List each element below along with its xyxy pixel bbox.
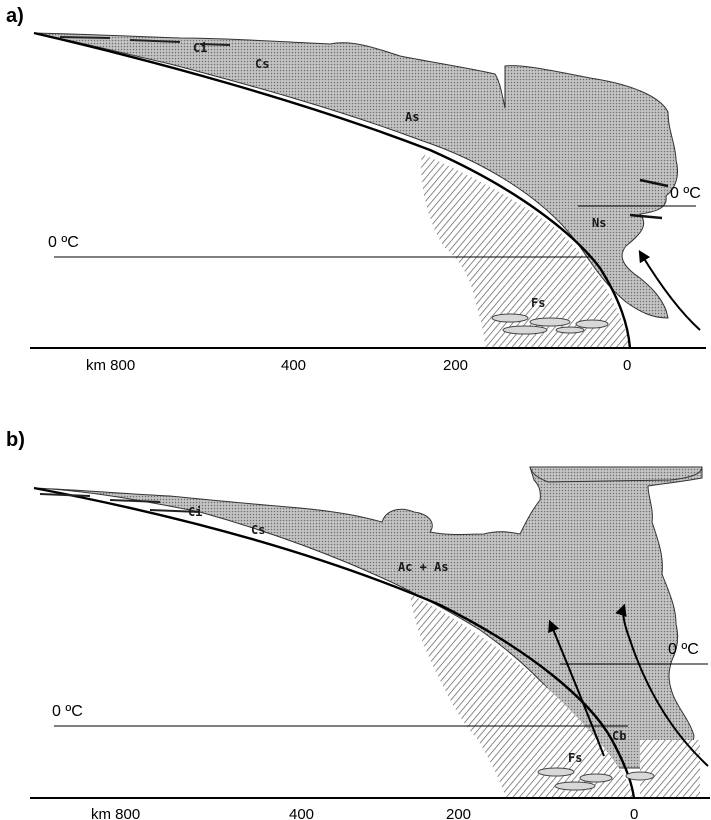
panel-a-tick-200: 200	[443, 357, 468, 374]
panel-b-cloud-mass	[33, 466, 703, 769]
panel-a-label-fs: Fs	[531, 296, 545, 310]
panel-b-updraft-arrow-right	[615, 603, 709, 767]
panel-a-isotherm-label-upper: 0 ºC	[670, 185, 701, 202]
panel-a-cirrus-streaks	[59, 36, 231, 46]
panel-b-label-cs: Cs	[251, 523, 265, 537]
panel-b-updraft-arrow-left	[548, 619, 605, 757]
panel-b-label-cb: Cb	[612, 729, 626, 743]
panel-a-ns-streaks	[629, 178, 669, 220]
panel-b-isotherm-label-lower: 0 ºC	[52, 703, 83, 720]
panel-b-fs-scud	[537, 767, 655, 791]
panel-a-cloud-mass	[33, 32, 679, 319]
panel-a-label-cs: Cs	[255, 57, 269, 71]
panel-a-label-ci: Ci	[193, 41, 207, 55]
panel-a-label-as: As	[405, 110, 419, 124]
panel-b-precip-hatch-right	[640, 740, 700, 798]
panel-b-isotherm-label-upper: 0 ºC	[668, 641, 699, 658]
panel-a-tick-400: 400	[281, 357, 306, 374]
panel-b-cirrus-streaks	[39, 493, 201, 513]
panel-b-label-fs: Fs	[568, 751, 582, 765]
panel-a: a) 0 ºC 0 ºC Ci Cs As Ns Fs	[6, 5, 706, 374]
panel-b-anvil	[529, 466, 703, 483]
panel-a-precip-hatch	[421, 154, 630, 348]
panel-a-tick-0: 0	[623, 357, 631, 374]
panel-b-frontal-surface	[33, 486, 636, 799]
panel-b-label-ci: Ci	[188, 505, 202, 519]
panel-a-frontal-surface	[33, 31, 632, 349]
panel-b-label-acas: Ac + As	[398, 560, 449, 574]
panel-a-label-ns: Ns	[592, 216, 606, 230]
panel-b-label: b)	[6, 429, 25, 451]
panel-a-label: a)	[6, 5, 24, 27]
panel-b-precip-hatch	[410, 594, 634, 798]
panel-b-tick-800: km 800	[91, 806, 140, 820]
panel-a-tick-800: km 800	[86, 357, 135, 374]
panel-b-tick-200: 200	[446, 806, 471, 820]
panel-b: b) 0 ºC 0 ºC Ci Cs Ac + As Cb	[6, 429, 710, 820]
panel-a-updraft-arrow	[638, 249, 701, 331]
panel-b-tick-400: 400	[289, 806, 314, 820]
panel-b-tick-0: 0	[630, 806, 638, 820]
panel-a-isotherm-label-lower: 0 ºC	[48, 234, 79, 251]
panel-a-fs-scud	[491, 313, 609, 335]
